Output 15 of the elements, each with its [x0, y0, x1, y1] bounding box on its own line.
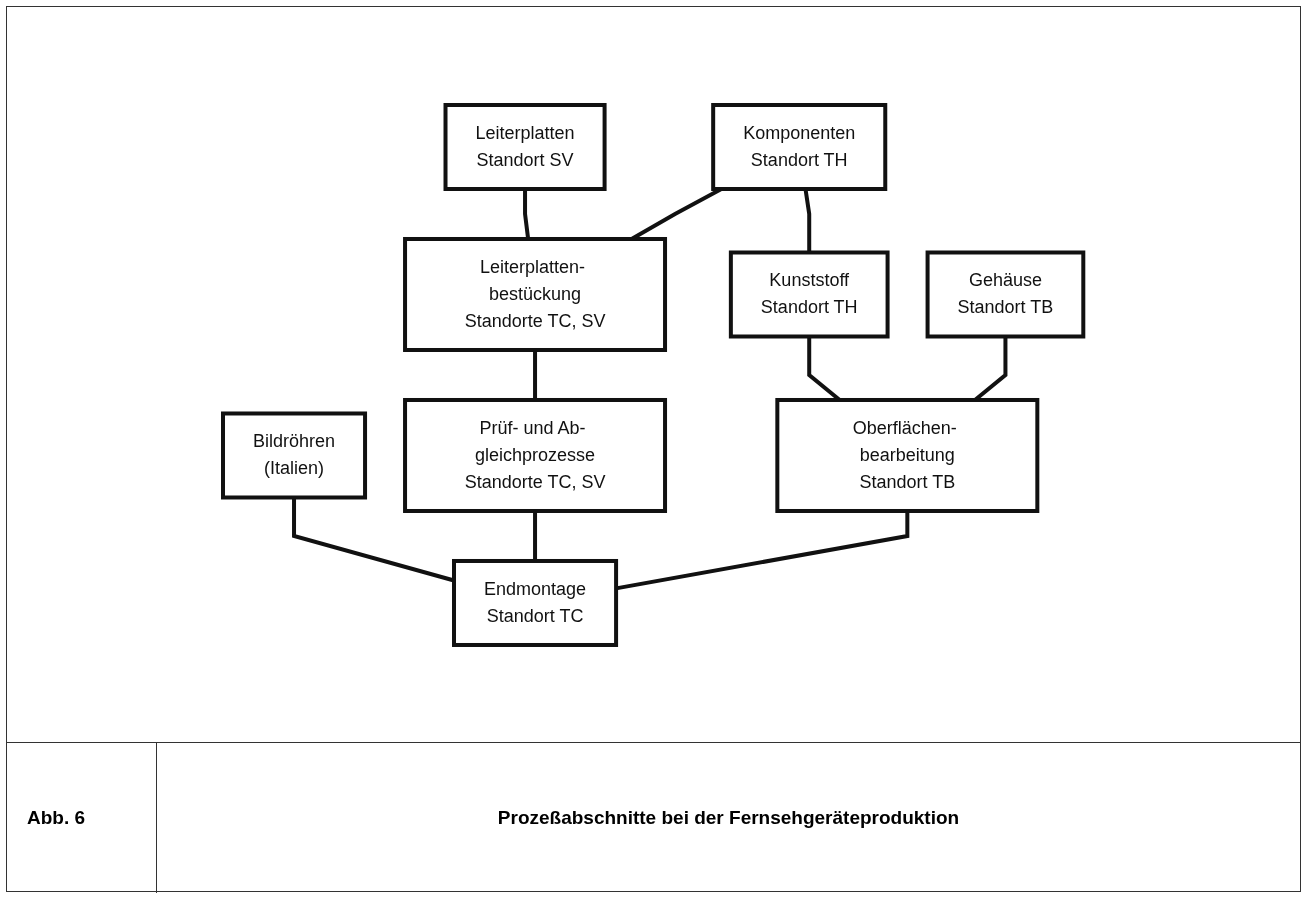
- node-box: Komponenten Standort TH: [711, 102, 888, 191]
- connector: [803, 188, 812, 252]
- connector: [523, 188, 531, 239]
- figure-number: Abb. 6: [27, 807, 86, 829]
- node-box: Bildröhren (Italien): [221, 411, 368, 499]
- node-box: Kunststoff Standort TH: [729, 250, 890, 338]
- node-box: Prüf- und Ab- gleichprozesse Standorte TC, SV: [403, 397, 668, 513]
- node-box: Oberflächen- bearbeitung Standort TB: [775, 397, 1040, 513]
- node-box: Gehäuse Standort TB: [925, 250, 1086, 338]
- node-box: Endmontage Standort TC: [452, 558, 619, 647]
- connector: [533, 349, 538, 400]
- node-box: Leiterplatten- bestückung Standorte TC, SV: [403, 236, 668, 352]
- caption: Prozeßabschnitte bei der Fernsehgeräteproduktion: [497, 807, 960, 829]
- connector: [533, 510, 538, 561]
- node-box: Leiterplatten Standort SV: [443, 102, 607, 191]
